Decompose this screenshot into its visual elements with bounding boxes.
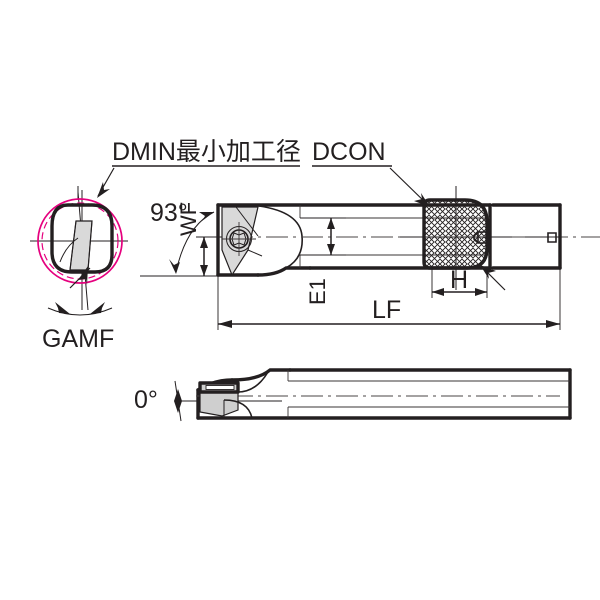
gamf-label: GAMF [42, 325, 114, 353]
gamf-insert-edge-left [69, 220, 77, 271]
zero-angle-arrow-top [174, 389, 182, 401]
gamf-magenta-circle [37, 198, 123, 284]
dcon-cross-section [400, 186, 512, 291]
dcon-label: DCON [312, 138, 386, 166]
bottom-neck-curve [230, 368, 292, 382]
dmin-leader-arrowhead [97, 182, 110, 198]
callout-labels: DMIN最小加工径 DCON [97, 138, 430, 207]
gamf-relief-curve [59, 237, 79, 263]
gamf-insert-edge-right [87, 220, 93, 271]
wf-label: WF [176, 202, 201, 236]
gamf-detail-view: GAMF [30, 186, 128, 353]
lf-arrow-left [218, 320, 232, 328]
angle-0-label: 0° [134, 386, 158, 414]
h-arrow-right [475, 288, 487, 296]
h-label: H [450, 266, 468, 294]
gamf-leader-arrowhead [78, 266, 88, 285]
zero-angle-arrow-bottom [174, 401, 182, 413]
angle93-arrow-bottom [169, 259, 180, 274]
lf-label: LF [372, 296, 401, 324]
insert-lower-edge [247, 249, 263, 257]
angle93-arrow-top [199, 212, 214, 221]
wf-arrow-bottom [200, 265, 208, 276]
h-arrow-left [432, 288, 444, 296]
dcon-leader-line [389, 167, 429, 206]
bottom-insert-slot [205, 385, 235, 390]
bottom-relief-arc [223, 399, 253, 419]
dcon-section-arrowhead [480, 265, 496, 279]
tail-coolant-hole [547, 232, 557, 243]
wf-arrow-top [200, 237, 208, 248]
gamf-angle-arrow-right [90, 302, 105, 314]
angle-93-label: 93° [150, 199, 188, 227]
insert-bevel-line [235, 206, 259, 237]
head-relief-curve [256, 266, 312, 277]
lf-arrow-right [546, 320, 560, 328]
torx-socket-icon [231, 232, 247, 246]
main-side-view: 93° WF E1 H [140, 186, 600, 330]
dcon-outline [422, 198, 489, 270]
e1-arrow-top [327, 218, 335, 229]
gamf-bar-outline [50, 203, 114, 274]
e1-arrow-bottom [327, 244, 335, 255]
dmin-label: DMIN最小加工径 [112, 138, 301, 166]
gamf-angle-arc [47, 307, 113, 316]
e1-label: E1 [305, 278, 330, 305]
bottom-chip-curve [237, 371, 269, 393]
bottom-view: 0° [134, 368, 572, 422]
head-boss-arc [258, 205, 303, 269]
gamf-angle-arrow-left [55, 302, 70, 314]
